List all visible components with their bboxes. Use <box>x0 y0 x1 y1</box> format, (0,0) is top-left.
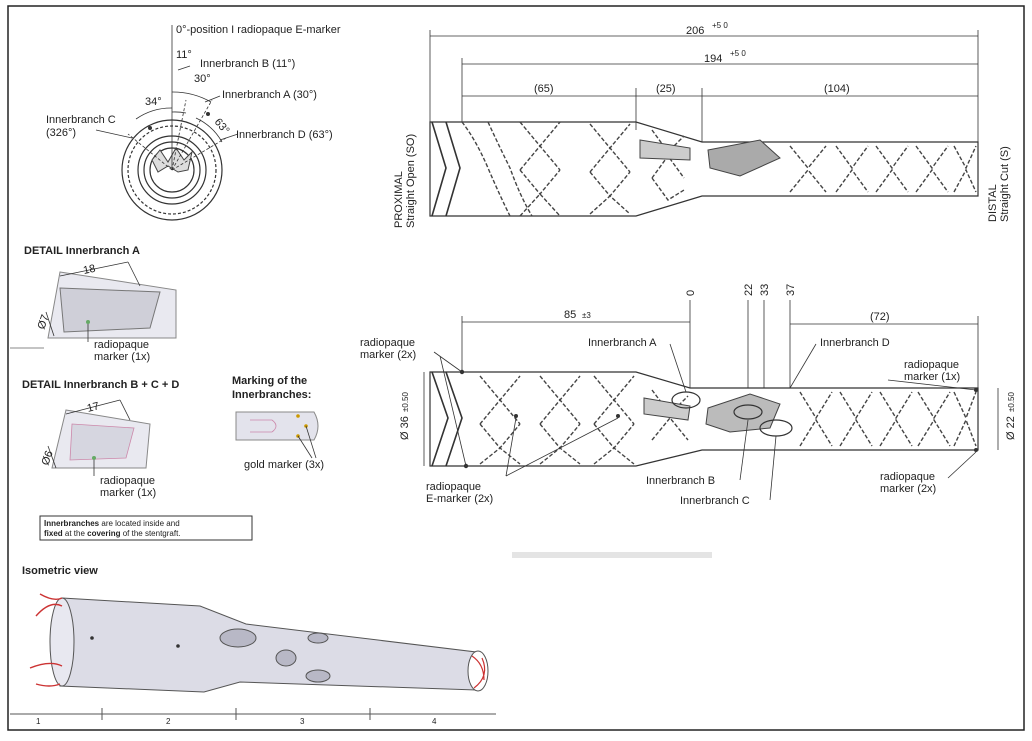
marking-title-line2: Innerbranches: <box>232 389 311 401</box>
dim-206-tol: +5 0 <box>712 21 728 30</box>
detail-a-diameter: Ø7 <box>36 313 52 331</box>
e-marker-label: radiopaque <box>426 481 481 493</box>
dim-33: 33 <box>759 284 771 296</box>
detail-a-marker-label: radiopaque <box>94 339 149 351</box>
innerbranch-d-label: Innerbranch D <box>820 337 890 349</box>
dim-65: (65) <box>534 83 554 95</box>
detail-a-marker-count: marker (1x) <box>94 351 150 363</box>
innerbranch-c-angle-value: (326°) <box>46 127 76 139</box>
scale-tick-2: 2 <box>166 717 171 726</box>
marking-title: Marking of the <box>232 375 307 387</box>
innerbranch-a-label: Innerbranch A <box>588 337 657 349</box>
innerbranch-a-angle-label: Innerbranch A (30°) <box>222 89 317 101</box>
marking-drawing <box>235 411 319 459</box>
side-view-stent <box>429 121 979 217</box>
dim-85-tol: ±3 <box>582 311 591 320</box>
e-marker-count: E-marker (2x) <box>426 493 493 505</box>
dim-194: 194 <box>704 53 722 65</box>
dim-22: 22 <box>743 284 755 296</box>
isometric-drawing <box>10 593 496 720</box>
radiopaque-right-top-label: radiopaque <box>904 359 959 371</box>
note-box <box>39 515 253 541</box>
note-line-2-mid: at the <box>63 529 87 538</box>
detail-bcd-drawing <box>47 399 151 476</box>
radiopaque-right-bottom-count: marker (2x) <box>880 483 936 495</box>
angle-63-label: 63° <box>212 116 232 136</box>
cropped-caption-remnant <box>512 552 712 558</box>
dim-72: (72) <box>870 311 890 323</box>
dim-194-tol: +5 0 <box>730 49 746 58</box>
proximal-label: PROXIMAL <box>393 171 405 228</box>
bottom-view-dimensions <box>423 300 999 466</box>
diameter-36-tol: ±0.50 <box>401 391 410 412</box>
detail-bcd-length: 17 <box>86 400 101 415</box>
bottom-view-stent <box>429 343 979 501</box>
radiopaque-left-label: radiopaque <box>360 337 415 349</box>
angle-11-label: 11° <box>176 49 192 61</box>
end-view <box>95 25 239 221</box>
diameter-22-tol: ±0.50 <box>1007 391 1016 412</box>
note-line-2-rest: of the stentgraft. <box>120 529 180 538</box>
note-line-2-bold-b: covering <box>87 529 120 538</box>
note-line-1: Innerbranches are located inside and <box>44 519 180 528</box>
innerbranch-d-angle-label: Innerbranch D (63°) <box>236 129 333 141</box>
dim-37: 37 <box>785 284 797 296</box>
detail-a-length: 18 <box>82 263 96 277</box>
gold-marker-label: gold marker (3x) <box>244 459 324 471</box>
detail-bcd-marker-count: marker (1x) <box>100 487 156 499</box>
radiopaque-right-top-count: marker (1x) <box>904 371 960 383</box>
note-line-1-rest: are located inside and <box>99 519 180 528</box>
scale-tick-3: 3 <box>300 717 305 726</box>
note-line-2: fixed at the covering of the stentgraft. <box>44 529 181 538</box>
distal-label: DISTAL <box>987 184 999 222</box>
diameter-22: Ø 22 <box>1005 416 1017 440</box>
detail-a-title: DETAIL Innerbranch A <box>24 245 140 257</box>
dim-0: 0 <box>685 290 697 296</box>
angle-30-label: 30° <box>194 73 211 85</box>
note-line-2-bold: fixed <box>44 529 63 538</box>
zero-marker-label: 0°-position I radiopaque E-marker <box>176 24 341 36</box>
scale-tick-1: 1 <box>36 717 41 726</box>
innerbranch-c-angle-label: Innerbranch C <box>46 114 116 126</box>
angle-34-label: 34° <box>145 96 162 108</box>
dim-85: 85 <box>564 309 576 321</box>
innerbranch-c-label: Innerbranch C <box>680 495 750 507</box>
side-view-dimensions <box>429 30 979 142</box>
detail-bcd-title: DETAIL Innerbranch B + C + D <box>22 379 179 391</box>
detail-bcd-diameter: Ø6 <box>40 449 56 467</box>
dim-25: (25) <box>656 83 676 95</box>
radiopaque-right-bottom-label: radiopaque <box>880 471 935 483</box>
innerbranch-b-label: Innerbranch B <box>646 475 715 487</box>
proximal-subtitle: Straight Open (SO) <box>405 134 417 228</box>
diameter-36: Ø 36 <box>399 416 411 440</box>
scale-tick-4: 4 <box>432 717 437 726</box>
sheet-border <box>7 5 1025 731</box>
radiopaque-left-count: marker (2x) <box>360 349 416 361</box>
dim-206: 206 <box>686 25 704 37</box>
detail-bcd-marker-label: radiopaque <box>100 475 155 487</box>
detail-a-drawing <box>45 261 177 342</box>
isometric-title: Isometric view <box>22 565 98 577</box>
dim-104: (104) <box>824 83 850 95</box>
distal-subtitle: Straight Cut (S) <box>999 146 1011 222</box>
note-line-1-bold: Innerbranches <box>44 519 100 528</box>
innerbranch-b-angle-label: Innerbranch B (11°) <box>200 58 295 70</box>
